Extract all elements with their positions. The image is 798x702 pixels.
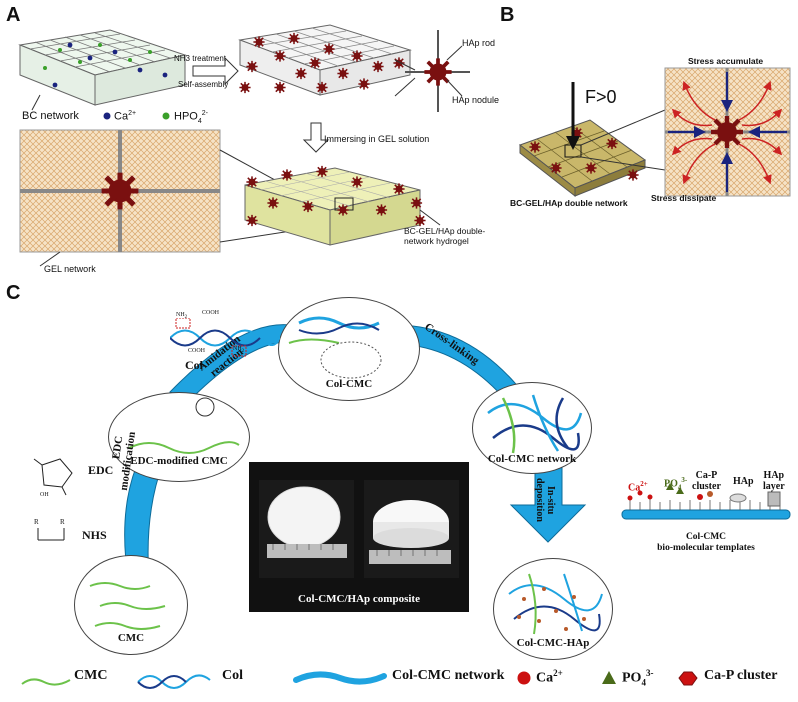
edc-cmc-oval: EDC-modified CMC <box>108 392 250 482</box>
legend-ca: Ca2+ <box>536 668 563 686</box>
hap-zoom <box>394 30 470 112</box>
edc-oh: OH <box>40 492 49 498</box>
composite-photo: Col-CMC/HAp composite <box>249 462 469 612</box>
col-cmc-label: Col-CMC <box>325 378 373 390</box>
hpo-ion-label: HPO42- <box>174 110 208 125</box>
cmc-oval: CMC <box>74 555 188 655</box>
edc-label: EDC <box>88 463 114 477</box>
hap-nodule-label: HAp nodule <box>452 95 500 105</box>
col-cmc-hap-label: Col-CMC-HAp <box>516 637 590 649</box>
ca-ion-label: Ca2+ <box>114 110 137 123</box>
panel-label-b: B <box>500 4 515 26</box>
legend-po: PO43- <box>622 668 654 688</box>
legend-graphics <box>21 671 698 689</box>
template-hap-label: HAp <box>733 476 754 487</box>
hydrogel-pointer <box>419 209 441 226</box>
double-network-label: BC-GEL/HAp double network <box>510 198 628 208</box>
col-cooh-bottom: COOH <box>188 348 206 354</box>
bc-pointer <box>31 94 41 111</box>
force-label: F>0 <box>585 87 617 107</box>
stress-dissipate-label: Stress dissipate <box>651 193 717 203</box>
col-cmc-network-oval: Col-CMC network <box>472 382 592 474</box>
bc-network-box <box>18 29 187 106</box>
template-po-label: PO43- <box>664 476 688 492</box>
panel-label-a: A <box>6 4 21 26</box>
gel-network-square <box>19 129 221 253</box>
legend-network: Col-CMC network <box>392 668 505 683</box>
panel-b-diagram <box>518 67 791 198</box>
nhs-r1: R <box>34 518 39 526</box>
col-cmc-network-label: Col-CMC network <box>487 453 577 465</box>
col-molecule <box>170 318 280 357</box>
panel-a-diagram <box>18 24 470 267</box>
col-nh2-bottom: NH2 <box>233 346 245 355</box>
legend-cap: Ca-P cluster <box>704 668 778 683</box>
hydrogel-label: BC-GEL/HAp double-network hydrogel <box>404 226 486 246</box>
gel-pointer <box>39 251 61 267</box>
hpo-dot <box>162 112 170 120</box>
immersing-label: Immersing in GEL solution <box>324 134 430 144</box>
ca-dot <box>103 112 111 120</box>
col-cmc-hap-oval: Col-CMC-HAp <box>493 558 613 660</box>
edc-cmc-label: EDC-modified CMC <box>130 455 228 467</box>
nhs-r2: R <box>60 518 65 526</box>
panel-label-c: C <box>6 282 21 304</box>
template-ca-label: Ca2+ <box>628 480 648 494</box>
bc-network-label: BC network <box>22 110 79 122</box>
nhs-structure <box>37 528 65 541</box>
col-label: Col <box>185 358 203 372</box>
legend-col: Col <box>222 668 243 683</box>
gel-network-label: GEL network <box>44 264 96 274</box>
cmc-label: CMC <box>117 632 145 644</box>
templates-diagram <box>621 483 791 520</box>
nhs-label: NHS <box>82 528 107 542</box>
stress-accumulate-label: Stress accumulate <box>688 56 764 66</box>
arrow-immersing <box>302 122 330 153</box>
edc-structure <box>33 458 73 496</box>
self-assembly-label: Self-assembly <box>178 80 229 89</box>
hap-rod-label: HAp rod <box>462 38 496 48</box>
arrow-nh3 <box>192 56 239 86</box>
nh3-label: NH3 treatment <box>174 54 227 63</box>
col-cooh-top: COOH <box>202 310 220 316</box>
mineralized-box <box>238 24 412 96</box>
legend-cmc: CMC <box>74 668 108 683</box>
composite-caption: Col-CMC/HAp composite <box>298 593 420 605</box>
col-cmc-oval: Col-CMC <box>278 297 420 401</box>
col-nh2-top: NH2 <box>176 312 188 321</box>
hydrogel-block <box>244 165 427 246</box>
